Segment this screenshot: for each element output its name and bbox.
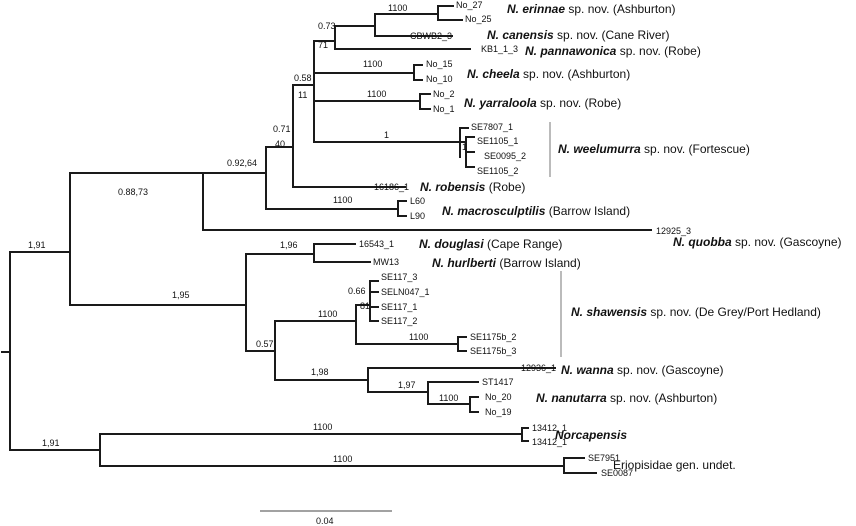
tree-branches bbox=[1, 5, 652, 474]
tip-labels: No_27 No_25 CBWB2_3 KB1_1_3 No_15 No_10 … bbox=[359, 0, 691, 478]
tip-label: No_19 bbox=[485, 407, 512, 417]
taxon-label-quobba: N. quobba sp. nov. (Gascoyne) bbox=[673, 235, 842, 249]
taxon-label-hurlberti: N. hurlberti (Barrow Island) bbox=[432, 256, 581, 270]
taxon-label-eriopisidae: Eriopisidae gen. undet. bbox=[613, 458, 736, 472]
tip-label: No_25 bbox=[465, 14, 492, 24]
tip-label: SE0095_2 bbox=[484, 151, 526, 161]
taxon-label-nanutarra: N. nanutarra sp. nov. (Ashburton) bbox=[536, 391, 717, 405]
support-value: 1,97 bbox=[398, 380, 416, 390]
tip-label: No_20 bbox=[485, 392, 512, 402]
scale-bar: 0.04 bbox=[260, 510, 392, 526]
taxon-label-erinnae: N. erinnae sp. nov. (Ashburton) bbox=[507, 2, 676, 16]
support-value: 1 bbox=[384, 130, 389, 140]
support-value: 11 bbox=[298, 90, 307, 100]
tip-label: SE7951 bbox=[588, 453, 620, 463]
support-value: 71 bbox=[318, 40, 328, 50]
taxon-label-norcapensis: Norcapensis bbox=[555, 428, 627, 442]
taxon-label-weelumurra: N. weelumurra sp. nov. (Fortescue) bbox=[558, 142, 750, 156]
support-value: 1100 bbox=[439, 393, 458, 403]
taxon-label-robensis: N. robensis (Robe) bbox=[420, 180, 525, 194]
support-value: 1,91 bbox=[28, 240, 46, 250]
tip-label: 12925_3 bbox=[656, 226, 691, 236]
taxon-label-douglasi: N. douglasi (Cape Range) bbox=[419, 237, 562, 251]
taxon-label-canensis: N. canensis sp. nov. (Cane River) bbox=[487, 28, 670, 42]
taxon-labels: N. erinnae sp. nov. (Ashburton) N. canen… bbox=[419, 2, 842, 472]
tip-label: No_15 bbox=[426, 59, 453, 69]
support-value: 1,96 bbox=[280, 240, 298, 250]
taxon-label-yarraloola: N. yarraloola sp. nov. (Robe) bbox=[464, 96, 621, 110]
taxon-label-cheela: N. cheela sp. nov. (Ashburton) bbox=[467, 67, 630, 81]
support-value: 0.73 bbox=[318, 21, 336, 31]
tip-label: SE1175b_3 bbox=[470, 346, 516, 356]
tip-label: SE117_3 bbox=[381, 272, 417, 282]
tip-label: L60 bbox=[410, 196, 425, 206]
support-value: 0.57 bbox=[256, 339, 274, 349]
tip-label: CBWB2_3 bbox=[410, 31, 452, 41]
tip-label: No_27 bbox=[456, 0, 483, 10]
support-value: 1100 bbox=[388, 3, 407, 13]
support-value: 1,98 bbox=[311, 367, 329, 377]
tip-label: MW13 bbox=[373, 257, 399, 267]
support-value: 1100 bbox=[313, 422, 332, 432]
support-value: 1,91 bbox=[42, 438, 60, 448]
support-value: 40 bbox=[275, 139, 285, 149]
tip-label: 13412_1 bbox=[532, 423, 567, 433]
tip-label: SE117_1 bbox=[381, 302, 417, 312]
support-value: 1100 bbox=[363, 59, 382, 69]
support-values: 1100 0.73 71 1100 0.58 11 1100 1 1 0.71 … bbox=[28, 3, 467, 464]
taxon-label-shawensis: N. shawensis sp. nov. (De Grey/Port Hedl… bbox=[571, 305, 821, 319]
tip-label: 16186_1 bbox=[374, 182, 409, 192]
support-value: 0.71 bbox=[273, 124, 291, 134]
tip-label: SE7807_1 bbox=[471, 122, 513, 132]
support-value: 1100 bbox=[318, 309, 337, 319]
tip-label: No_1 bbox=[433, 104, 455, 114]
tip-label: SE1105_1 bbox=[477, 136, 518, 146]
support-value: 0.92,64 bbox=[227, 158, 257, 168]
tip-label: SE1175b_2 bbox=[470, 332, 516, 342]
taxon-label-wanna: N. wanna sp. nov. (Gascoyne) bbox=[561, 363, 724, 377]
tip-label: 13412_1 bbox=[532, 437, 567, 447]
taxon-label-macrosculptilis: N. macrosculptilis (Barrow Island) bbox=[442, 204, 630, 218]
support-value: 0.58 bbox=[294, 73, 312, 83]
tip-label: 12936_1 bbox=[521, 363, 556, 373]
tip-label: L90 bbox=[410, 211, 425, 221]
support-value: 1100 bbox=[367, 89, 386, 99]
tip-label: 16543_1 bbox=[359, 239, 394, 249]
tip-label: KB1_1_3 bbox=[481, 44, 518, 54]
tip-label: SE1105_2 bbox=[477, 166, 518, 176]
support-value: 1100 bbox=[333, 195, 352, 205]
tip-label: SELN047_1 bbox=[381, 287, 430, 297]
support-value: 1,95 bbox=[172, 290, 190, 300]
scale-bar-label: 0.04 bbox=[316, 516, 334, 526]
taxon-label-pannawonica: N. pannawonica sp. nov. (Robe) bbox=[525, 44, 701, 58]
support-value: 1100 bbox=[333, 454, 352, 464]
support-value: 81 bbox=[360, 301, 370, 311]
tip-label: No_10 bbox=[426, 74, 453, 84]
tip-label: No_2 bbox=[433, 89, 455, 99]
support-value: 1100 bbox=[409, 332, 428, 342]
tip-label: ST1417 bbox=[482, 377, 514, 387]
tip-label: SE117_2 bbox=[381, 316, 417, 326]
support-value: 0.66 bbox=[348, 286, 366, 296]
support-value: 0.88,73 bbox=[118, 187, 148, 197]
support-value: 1 bbox=[462, 142, 467, 152]
tip-label: SE0087 bbox=[601, 468, 633, 478]
